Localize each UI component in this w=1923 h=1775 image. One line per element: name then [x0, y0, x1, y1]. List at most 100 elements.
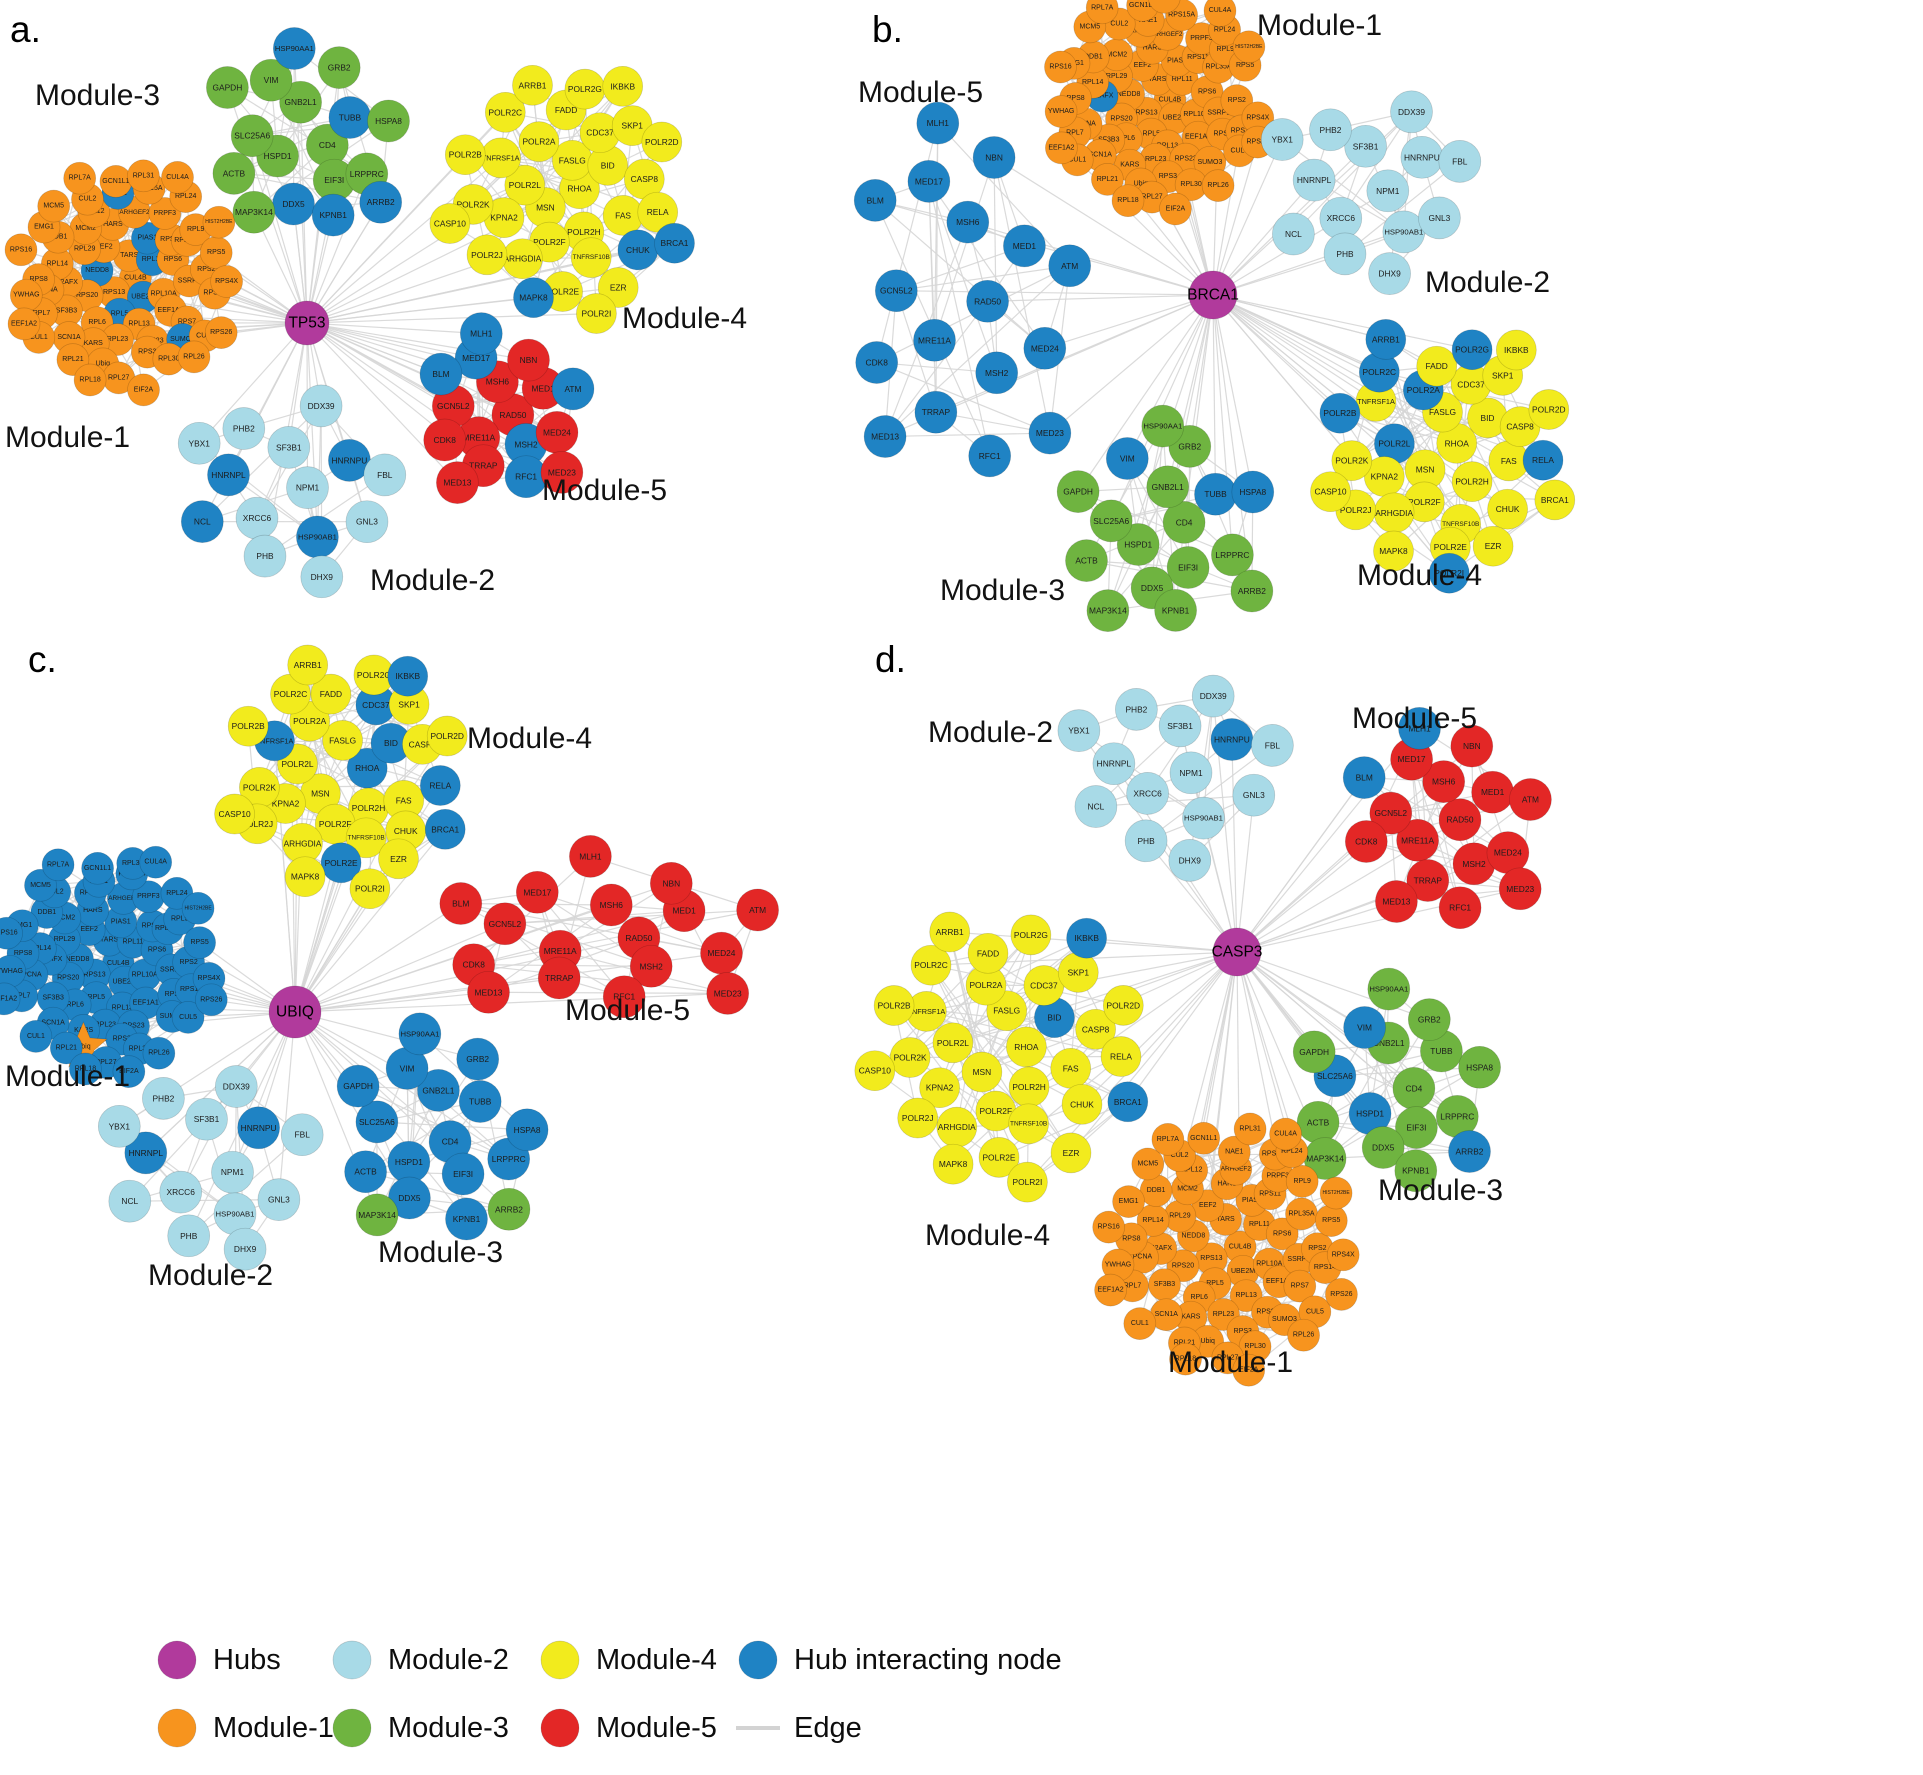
node-label: HARS	[1143, 45, 1163, 52]
node-b-RAD50: RAD50	[966, 279, 1009, 323]
node-label: RPS3	[113, 1036, 131, 1043]
node-label: TARS	[100, 937, 118, 944]
node-a-POLR2I: POLR2I	[576, 293, 617, 334]
node-label: MSH2	[640, 961, 664, 971]
legend-label: Module-2	[388, 1644, 509, 1676]
node-d-ARRB2: ARRB2	[1448, 1130, 1491, 1173]
node-label: DDB1	[1147, 1187, 1166, 1194]
node-label: MED23	[548, 467, 576, 477]
node-label: CASP8	[1082, 1024, 1110, 1034]
node-a-GRB2: GRB2	[317, 46, 361, 89]
node-c-GNL3: GNL3	[257, 1178, 301, 1221]
node-c-MSH6: MSH6	[589, 883, 633, 927]
node-d-POLR2A: POLR2A	[965, 964, 1007, 1006]
node-d-GCN5L2: GCN5L2	[1369, 791, 1413, 835]
node-label: CUL1	[27, 1033, 45, 1040]
node-label: POLR2H	[1012, 1082, 1046, 1092]
node-d-GRB2: GRB2	[1407, 998, 1451, 1041]
node-c-HSPA8: HSPA8	[505, 1108, 549, 1152]
node-label: MAP3K14	[358, 1210, 396, 1220]
node-label: HNRNPL	[129, 1148, 164, 1158]
node-label: SF3B3	[56, 307, 78, 314]
node-label: RPL13	[128, 321, 150, 328]
node-label: RPS7	[165, 991, 183, 998]
node-label: CUL4A	[1209, 7, 1232, 14]
node-b-DDX39: DDX39	[1390, 90, 1433, 134]
node-c-YBX1: YBX1	[97, 1104, 141, 1148]
module-label-b-Module-4: Module-4	[1357, 559, 1482, 592]
hub-label-TP53: TP53	[288, 315, 325, 332]
node-label: RPL35A	[1206, 64, 1232, 71]
node-label: TNFRSF10B	[347, 834, 384, 841]
node-b-TRRAP: TRRAP	[914, 390, 958, 434]
node-label: RPS7	[178, 318, 196, 325]
node-a-HNRNPL: HNRNPL	[207, 453, 250, 497]
node-b-KPNA2: KPNA2	[1363, 456, 1405, 497]
node-label: RPS2	[1308, 1245, 1326, 1252]
node-label: KARS	[1120, 162, 1139, 169]
node-b-BLM: BLM	[853, 179, 897, 222]
panel-b-nodes: b.RAD50MRE11AMSH6MSH2GCN5L2MED1TRRAPMED1…	[853, 0, 1576, 632]
legend-label: Hub interacting node	[794, 1644, 1062, 1676]
node-label: PIAS1	[1167, 57, 1187, 64]
node-label: DDX5	[282, 199, 305, 209]
node-label: MAPK8	[291, 872, 320, 882]
node-label: SCN1A	[1089, 152, 1113, 159]
node-label: MED1	[1481, 787, 1505, 797]
node-a-RPS26: RPS26	[204, 316, 238, 349]
node-d-NCL: NCL	[1074, 785, 1118, 828]
node-label: NCL	[121, 1196, 138, 1206]
node-label: UBE2M	[113, 979, 137, 986]
node-label: BLM	[452, 899, 469, 909]
node-d-IKBKB: IKBKB	[1066, 917, 1107, 959]
node-label: H2AFX	[1091, 93, 1114, 100]
node-label: SF3B1	[1353, 141, 1379, 151]
node-d-POLR2L: POLR2L	[932, 1022, 974, 1064]
node-label: MED17	[1398, 754, 1426, 764]
node-label: RPS8	[29, 276, 47, 283]
node-label: RAD50	[499, 410, 526, 420]
node-label: FAS	[1501, 456, 1517, 466]
node-label: CUL5	[196, 332, 214, 339]
node-label: MLH1	[470, 329, 493, 339]
module-label-a-Module-1: Module-1	[5, 421, 130, 454]
node-c-MAPK8: MAPK8	[284, 856, 326, 898]
node-label: RPL6	[1118, 135, 1136, 142]
node-d-MED24: MED24	[1486, 831, 1530, 874]
node-label: FAS	[1063, 1063, 1079, 1073]
node-label: POLR2J	[902, 1113, 934, 1123]
node-b-KPNB1: KPNB1	[1154, 589, 1197, 632]
node-label: RPL35A	[1288, 1210, 1314, 1217]
node-d-MED1: MED1	[1471, 770, 1514, 814]
node-label: HIST2H2BE	[205, 219, 233, 225]
node-label: POLR2B	[449, 150, 482, 160]
node-label: CHUK	[626, 245, 650, 255]
node-label: RPS2	[179, 959, 197, 966]
node-label: MSN	[311, 789, 330, 799]
node-label: RPS14	[180, 986, 202, 993]
node-label: POLR2J	[1340, 505, 1372, 515]
node-label: RHOA	[567, 184, 592, 194]
node-c-RFC1: RFC1	[602, 975, 646, 1019]
panel-label-b: b.	[872, 9, 903, 50]
node-a-CHUK: CHUK	[617, 229, 659, 271]
node-label: POLR2H	[1455, 477, 1489, 487]
node-label: SF3B3	[1098, 137, 1120, 144]
node-c-BRCA1: BRCA1	[424, 808, 466, 850]
node-label: EMG1	[1119, 1198, 1139, 1205]
node-label: EIF3I	[1178, 563, 1198, 573]
node-label: POLR2K	[243, 782, 276, 792]
node-label: CUL2	[1171, 1152, 1189, 1159]
node-a-BRCA1: BRCA1	[654, 222, 695, 264]
node-label: CUL4A	[1274, 1131, 1297, 1138]
node-label: RPS6	[1198, 89, 1216, 96]
node-label: YWHAG	[1105, 1262, 1131, 1269]
node-a-PHB: PHB	[243, 534, 287, 578]
node-a-IKBKB: IKBKB	[602, 65, 644, 107]
node-label: DDX39	[1398, 107, 1425, 117]
node-c-CASP10: CASP10	[214, 793, 255, 835]
node-label: ARHGDIA	[284, 838, 322, 848]
node-label: SCN1A	[41, 1020, 65, 1027]
node-b-MAPK8: MAPK8	[1373, 530, 1414, 572]
node-label: XRCC6	[243, 513, 272, 523]
